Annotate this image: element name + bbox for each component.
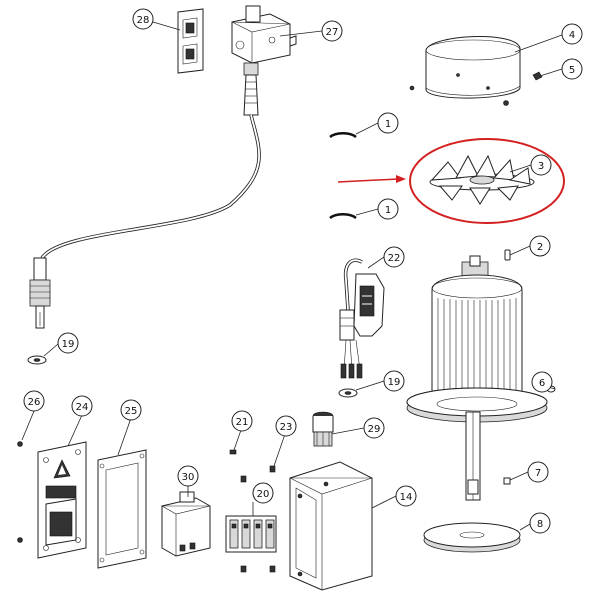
callout-label: 20	[257, 489, 270, 500]
callout-label: 22	[388, 253, 401, 264]
part-1-clip-lower	[329, 213, 357, 220]
callout-label: 8	[537, 519, 543, 530]
callout-label: 19	[62, 339, 75, 350]
part-25-gasket-frame	[97, 449, 147, 569]
callout-30: 30	[177, 465, 199, 487]
callout-29: 29	[363, 417, 385, 439]
callout-label: 24	[76, 402, 89, 413]
part-5-screw	[532, 71, 543, 81]
callout-label: 29	[368, 424, 381, 435]
callout-label: 3	[538, 161, 544, 172]
callout-5: 5	[561, 58, 583, 80]
callout-label: 28	[137, 15, 150, 26]
callout-27: 27	[321, 20, 343, 42]
part-7-key	[503, 477, 511, 485]
callout-23: 23	[275, 415, 297, 437]
callout-22: 22	[383, 246, 405, 268]
part-19-grommet-right	[338, 388, 358, 398]
part-4-fan-cover	[409, 35, 521, 106]
part-30-relay	[160, 491, 211, 557]
callout-3: 3	[530, 154, 552, 176]
part-3-fan-impeller	[429, 154, 535, 205]
callout-label: 5	[569, 65, 575, 76]
callout-label: 1	[385, 119, 391, 130]
part-28-gasket	[177, 8, 204, 74]
part-1-clip-upper	[329, 132, 357, 139]
callout-26: 26	[23, 390, 45, 412]
callout-24: 24	[71, 395, 93, 417]
callout-14: 14	[395, 485, 417, 507]
callout-28: 28	[132, 8, 154, 30]
callout-2: 2	[529, 235, 551, 257]
callout-label: 7	[535, 468, 541, 479]
callout-label: 19	[388, 377, 401, 388]
part-22-cable-plug	[339, 258, 385, 379]
callout-label: 30	[182, 472, 195, 483]
part-14-housing	[289, 461, 373, 591]
part-23-screws	[240, 465, 276, 573]
callout-label: 4	[569, 30, 575, 41]
callout-21: 21	[231, 410, 253, 432]
callout-6: 6	[531, 371, 553, 393]
callout-label: 14	[400, 492, 413, 503]
motor-fins	[437, 298, 517, 395]
highlight-ring	[409, 138, 565, 224]
callout-label: 27	[326, 27, 339, 38]
part-19-grommet-left	[27, 355, 47, 365]
callout-4: 4	[561, 23, 583, 45]
callout-label: 23	[280, 422, 293, 433]
callout-19-right: 19	[383, 370, 405, 392]
callout-20: 20	[252, 482, 274, 504]
part-2-key	[504, 249, 511, 261]
callout-25: 25	[120, 399, 142, 421]
callout-1-lower: 1	[377, 198, 399, 220]
part-24-cover-plate	[37, 441, 87, 559]
part-8-disc	[423, 522, 521, 553]
callout-label: 1	[385, 205, 391, 216]
callout-label: 21	[236, 417, 249, 428]
part-20-terminal-block	[225, 515, 277, 553]
callout-8: 8	[529, 512, 551, 534]
part-26-screws	[17, 441, 23, 543]
callout-1-upper: 1	[377, 112, 399, 134]
callout-19-left: 19	[57, 332, 79, 354]
callout-label: 2	[537, 242, 543, 253]
callout-label: 25	[125, 406, 138, 417]
callout-label: 26	[28, 397, 41, 408]
callout-label: 6	[539, 378, 545, 389]
callout-7: 7	[527, 461, 549, 483]
part-27-connector	[29, 5, 297, 329]
part-21-screw	[229, 449, 237, 455]
pointer-arrow	[337, 175, 406, 183]
part-29-cable-gland	[312, 411, 334, 447]
motor-body	[406, 255, 548, 501]
